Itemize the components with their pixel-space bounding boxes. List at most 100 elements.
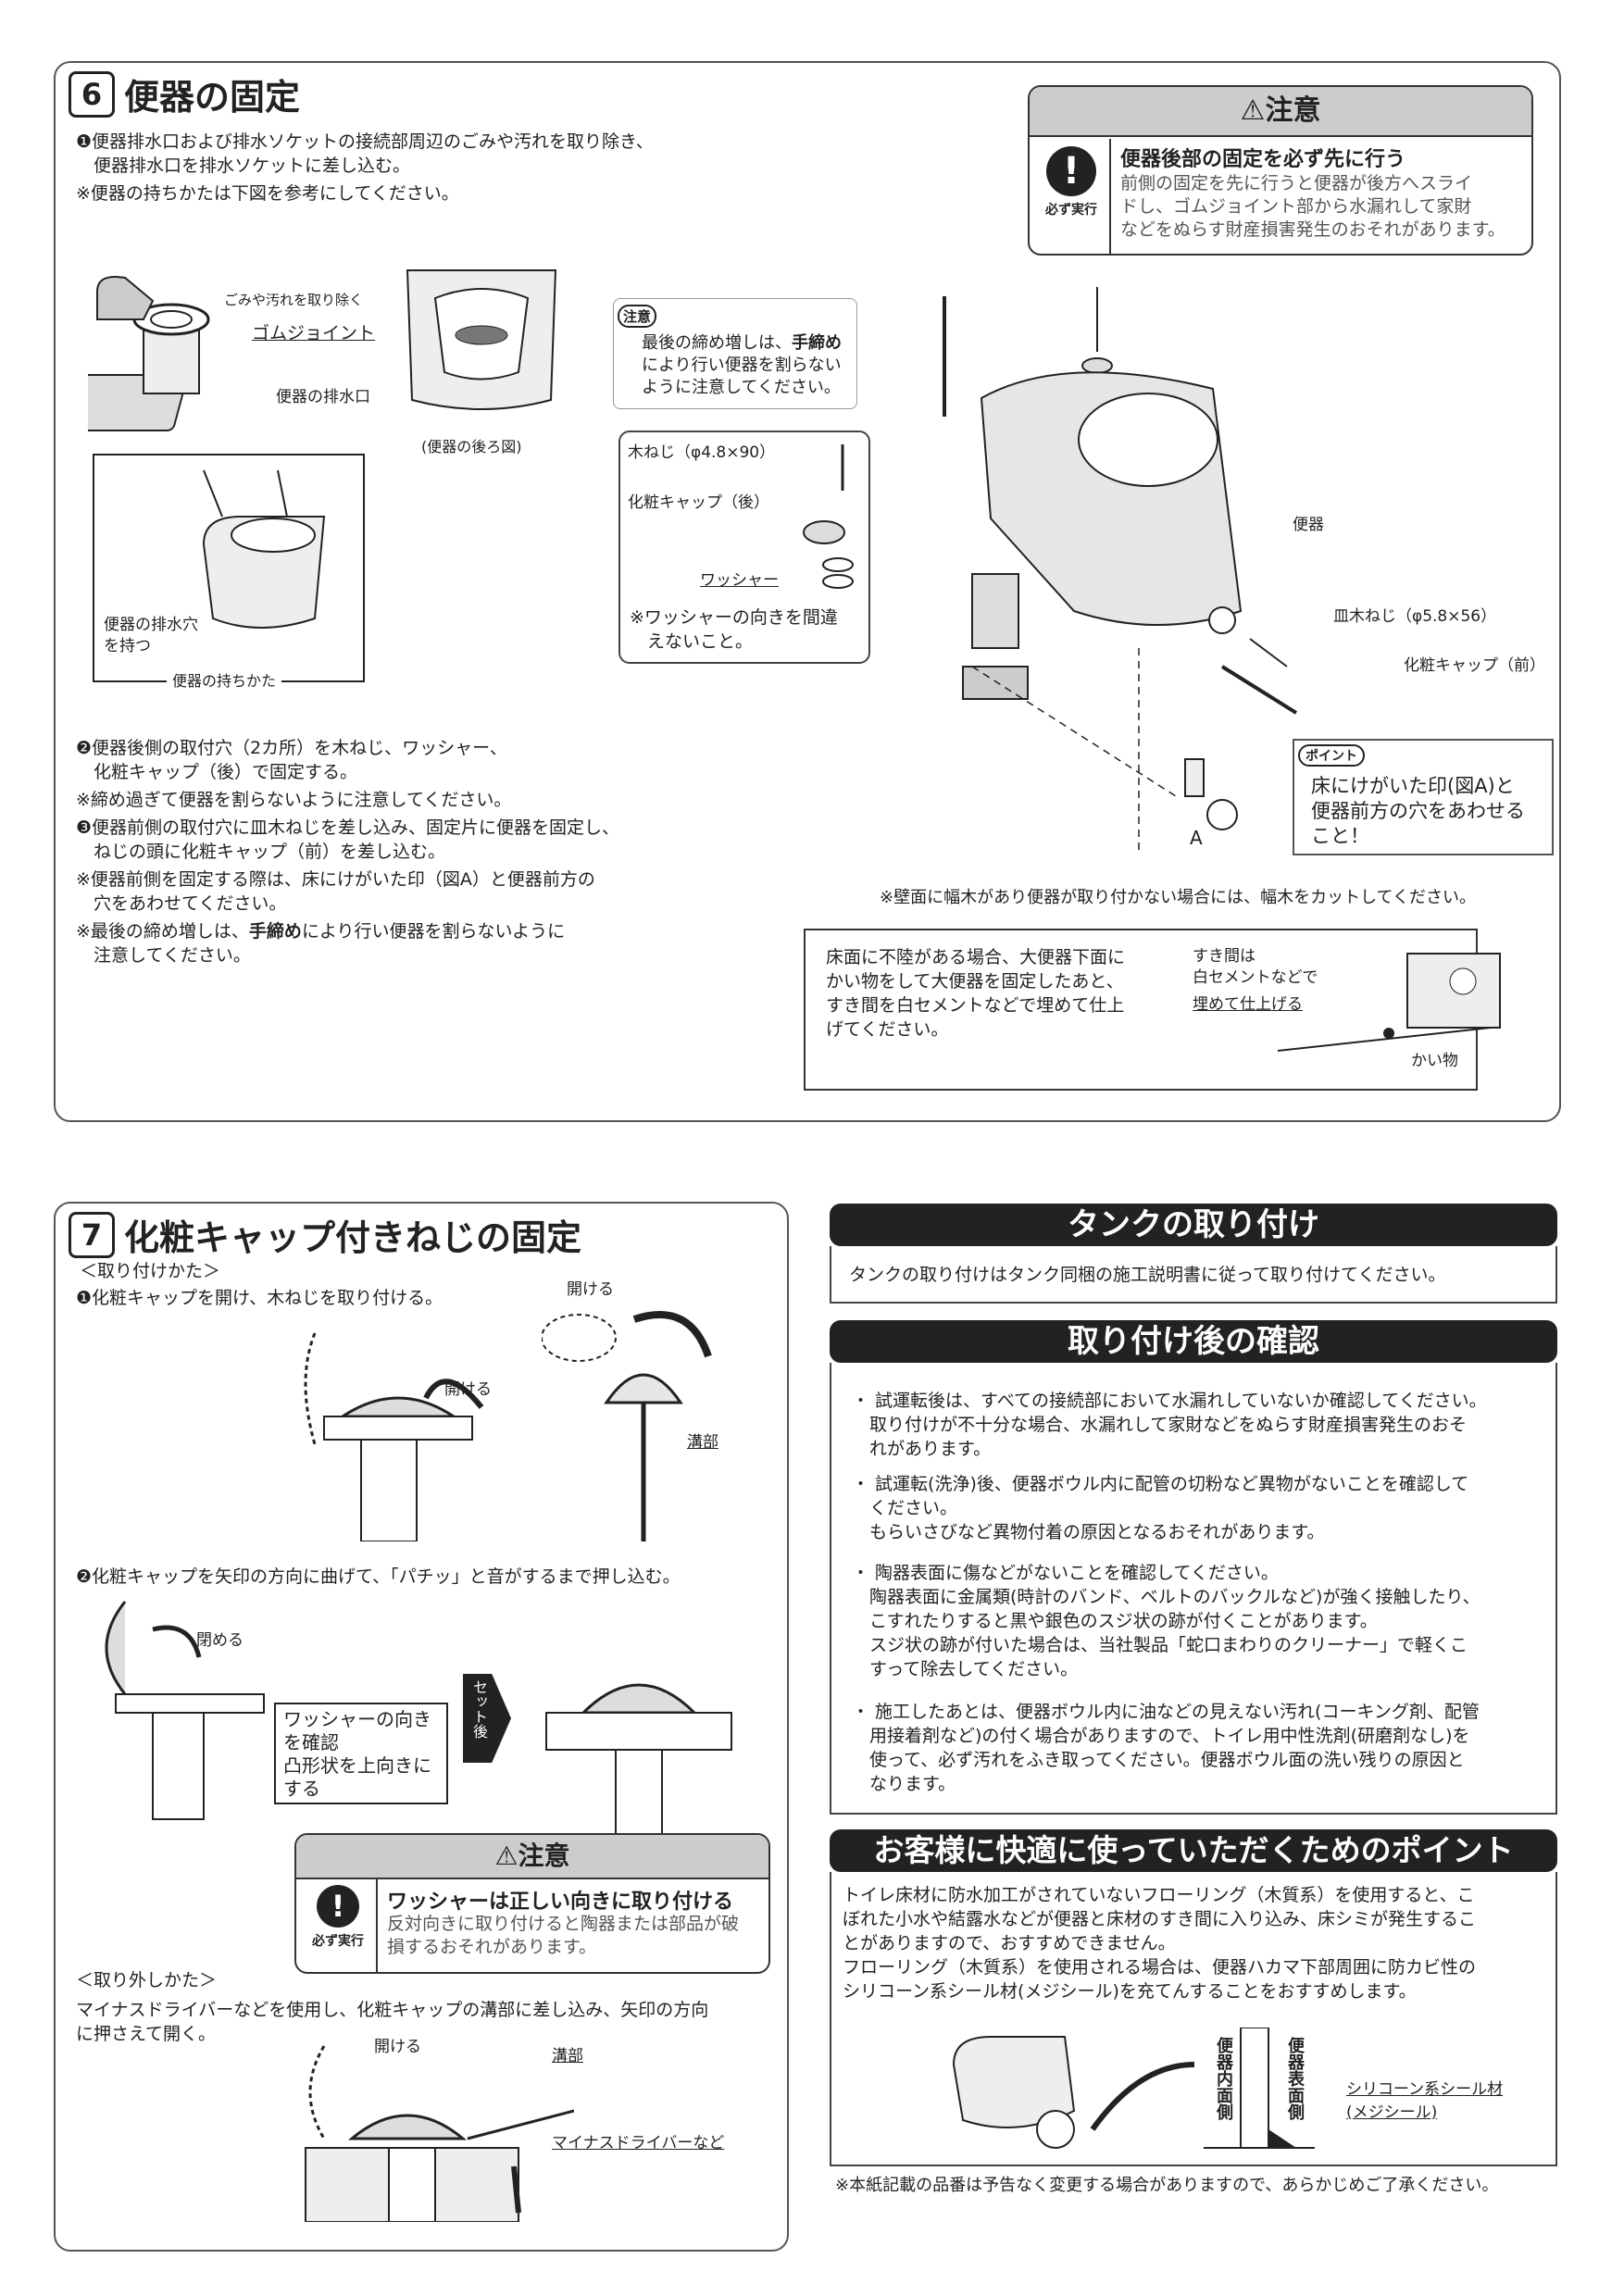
cap-open-drawing-2 xyxy=(542,1311,712,1541)
caution-box-rear-first: ⚠注意 ! 必ず実行 便器後部の固定を必ず先に行う 前側の固定を先に行うと便器が… xyxy=(1028,85,1533,256)
caution-header: ⚠注意 xyxy=(296,1835,768,1879)
label-mark-A: A xyxy=(1190,827,1203,849)
caution-title: 注意 xyxy=(518,1841,570,1871)
comfort-points-title: お客様に快適に使っていただくためのポイント xyxy=(830,1829,1557,1872)
caution-description: 反対向きに取り付けると陶器または部品が破 損するおそれがあります。 xyxy=(387,1914,740,1957)
shim-drawing xyxy=(1278,953,1501,1052)
must-do-icon: ! 必ず実行 xyxy=(1039,146,1104,218)
set-after-label: セット後 xyxy=(470,1679,488,1739)
section-7-heading: 7 化粧キャップ付きねじの固定 xyxy=(69,1209,581,1260)
caution-header: ⚠注意 xyxy=(1030,87,1531,137)
remove-text: マイナスドライバーなどを使用し、化粧キャップの溝部に差し込み、矢印の方向 に押さ… xyxy=(76,2000,709,2044)
post-install-check-box xyxy=(830,1363,1557,1815)
check-item-3: ・ 陶器表面に傷などがないことを確認してください。 陶器表面に金属類(時計のバン… xyxy=(852,1563,1480,1679)
label-drain-outlet: 便器の排水口 xyxy=(276,388,370,406)
label-wood-screw: 木ねじ（φ4.8×90） xyxy=(628,443,776,462)
step-2-note: ※締め過ぎて便器を割らないように注意してください。 xyxy=(76,790,512,810)
point-badge: ポイント xyxy=(1298,744,1365,767)
step-3-text: ❸便器前側の取付穴に皿木ねじを差し込み、固定片に便器を固定し、 ねじの頭に化粧キ… xyxy=(76,817,620,862)
section-title: 便器の固定 xyxy=(124,77,301,118)
socket-drawing xyxy=(88,276,210,431)
comfort-text: トイレ床材に防水加工がされていないフローリング（木質系）を使用すると、こ ぼれた… xyxy=(843,1885,1477,2002)
must-do-label: 必ず実行 xyxy=(1045,203,1097,218)
label-how-to-hold: 便器の持ちかた xyxy=(167,668,282,691)
label-flathead-driver: マイナスドライバーなど xyxy=(552,2134,725,2152)
washer-check-text: ワッシャーの向き を確認 凸形状を上向きに する xyxy=(283,1708,431,1800)
rear-parts-box xyxy=(618,430,870,664)
sealant-drawing xyxy=(952,2028,1315,2149)
label-hold-drain-hole: 便器の排水穴 を持つ xyxy=(104,616,198,655)
check-item-4: ・ 施工したあとは、便器ボウル内に油などの見えない汚れ(コーキング剤、配管 用接… xyxy=(852,1702,1480,1794)
post-install-check-title: 取り付け後の確認 xyxy=(830,1320,1557,1363)
cap-remove-drawing xyxy=(305,2045,574,2222)
section-number: 7 xyxy=(69,1211,115,1258)
check-item-2: ・ 試運転(洗浄)後、便器ボウル内に配管の切粉など異物がないことを確認して くだ… xyxy=(852,1474,1469,1542)
caution-bold-text: ワッシャーは正しい向きに取り付ける xyxy=(387,1890,734,1914)
label-inner-side: 便器内面側 xyxy=(1214,2037,1233,2120)
label-groove-2: 溝部 xyxy=(552,2047,583,2065)
cap-set-drawing xyxy=(545,1683,732,1842)
footer-note: ※本紙記載の品番は予告なく変更する場合がありますので、あらかじめご了承ください。 xyxy=(835,2176,1499,2195)
section-6-heading: 6 便器の固定 xyxy=(69,69,300,119)
label-rubber-joint: ゴムジョイント xyxy=(252,323,376,343)
step-1-text: ❶便器排水口および排水ソケットの接続部周辺のごみや汚れを取り除き、 便器排水口を… xyxy=(76,131,654,176)
point-text: 床にけがいた印(図A)と 便器前方の穴をあわせる こと！ xyxy=(1311,775,1525,847)
label-cap-front: 化粧キャップ（前） xyxy=(1404,656,1545,675)
section-title: 化粧キャップ付きねじの固定 xyxy=(124,1217,582,1258)
uneven-floor-text: 床面に不陸がある場合、大便器下面に かい物をして大便器を固定したあと、 すき間を… xyxy=(826,947,1126,1040)
label-open-1: 開ける xyxy=(444,1380,492,1399)
tank-install-title: タンクの取り付け xyxy=(830,1204,1557,1246)
how-to-attach-heading: ＜取り付けかた＞ xyxy=(80,1261,221,1281)
label-open-2: 開ける xyxy=(567,1280,614,1299)
tank-install-text: タンクの取り付けはタンク同梱の施工説明書に従って取り付けてください。 xyxy=(849,1265,1446,1285)
label-remove-dirt: ごみや汚れを取り除く xyxy=(224,292,364,308)
gap-fill-label: すき間は 白セメントなどで xyxy=(1193,947,1318,987)
divider xyxy=(376,1879,378,1972)
toilet-assembly-drawing xyxy=(943,287,1298,852)
label-groove: 溝部 xyxy=(687,1433,718,1452)
caution-box-washer: ⚠注意 ! 必ず実行 ワッシャーは正しい向きに取り付ける 反対向きに取り付けると… xyxy=(294,1833,770,1974)
label-open-3: 開ける xyxy=(374,2038,421,2056)
section-number: 6 xyxy=(69,70,115,118)
step-2-text: ❷便器後側の取付穴（2カ所）を木ねじ、ワッシャー、 化粧キャップ（後）で固定する… xyxy=(76,738,507,782)
hand-tighten-note: ※最後の締め増しは、手締めにより行い便器を割らないように 注意してください。 xyxy=(76,921,566,966)
label-close: 閉める xyxy=(196,1631,244,1650)
label-washer: ワッシャー xyxy=(700,571,779,590)
warning-triangle-icon: ⚠ xyxy=(494,1841,518,1871)
must-do-icon: ! 必ず実行 xyxy=(306,1885,370,1950)
holding-toilet-drawing xyxy=(202,469,326,629)
how-to-remove-heading: ＜取り外しかた＞ xyxy=(76,1970,218,1990)
tank-install-box xyxy=(830,1246,1557,1304)
divider xyxy=(1109,139,1111,254)
gap-finish-label: 埋めて仕上げる xyxy=(1193,995,1303,1014)
label-flat-wood-screw: 皿木ねじ（φ5.8×56） xyxy=(1333,607,1497,626)
comfort-points-box xyxy=(830,1872,1557,2166)
baseboard-note: ※壁面に幅木があり便器が取り付かない場合には、幅木をカットしてください。 xyxy=(880,888,1476,907)
step-3-note: ※便器前側を固定する際は、床にけがいた印（図A）と便器前方の 穴をあわせてくださ… xyxy=(76,869,595,914)
label-silicone-seal: シリコーン系シール材 (メジシール) xyxy=(1346,2080,1504,2122)
attach-step-2: ❷化粧キャップを矢印の方向に曲げて、「パチッ」と音がするまで押し込む。 xyxy=(76,1566,681,1587)
label-toilet: 便器 xyxy=(1293,516,1324,534)
hold-note: ※便器の持ちかたは下図を参考にしてください。 xyxy=(76,183,459,204)
label-cap-rear: 化粧キャップ（後） xyxy=(628,493,769,512)
check-item-1: ・ 試運転後は、すべての接続部において水漏れしていないか確認してください。 取り… xyxy=(852,1391,1487,1459)
attach-step-1: ❶化粧キャップを開け、木ねじを取り付ける。 xyxy=(76,1288,443,1308)
tip-callout: 注意 最後の締め増しは、手締めにより行い便器を割らない ように注意してください。 xyxy=(613,298,857,409)
cap-close-drawing xyxy=(105,1601,265,1820)
label-rear-view: (便器の後ろ図) xyxy=(421,438,522,455)
washer-check-box: ワッシャーの向き を確認 凸形状を上向きに する xyxy=(274,1703,448,1804)
toilet-rear-drawing xyxy=(406,269,557,410)
caution-bold-text: 便器後部の固定を必ず先に行う xyxy=(1120,148,1406,171)
screw-cap-washer-drawing xyxy=(803,444,854,589)
caution-title: 注意 xyxy=(1265,94,1321,127)
uneven-floor-box xyxy=(804,929,1478,1091)
tip-badge: 注意 xyxy=(618,305,657,328)
must-do-label: 必ず実行 xyxy=(312,1934,364,1949)
point-box: ポイント 床にけがいた印(図A)と 便器前方の穴をあわせる こと！ xyxy=(1293,739,1554,855)
label-outer-side: 便器表面側 xyxy=(1285,2037,1305,2120)
washer-direction-note: ※ワッシャーの向きを間違 えないこと。 xyxy=(630,607,838,652)
cap-open-drawing-1 xyxy=(304,1332,484,1541)
caution-description: 前側の固定を先に行うと便器が後方へスライ ドし、ゴムジョイント部から水漏れして家… xyxy=(1120,173,1505,240)
tip-text: 最後の締め増しは、手締めにより行い便器を割らない ように注意してください。 xyxy=(642,333,842,397)
warning-triangle-icon: ⚠ xyxy=(1240,94,1266,127)
